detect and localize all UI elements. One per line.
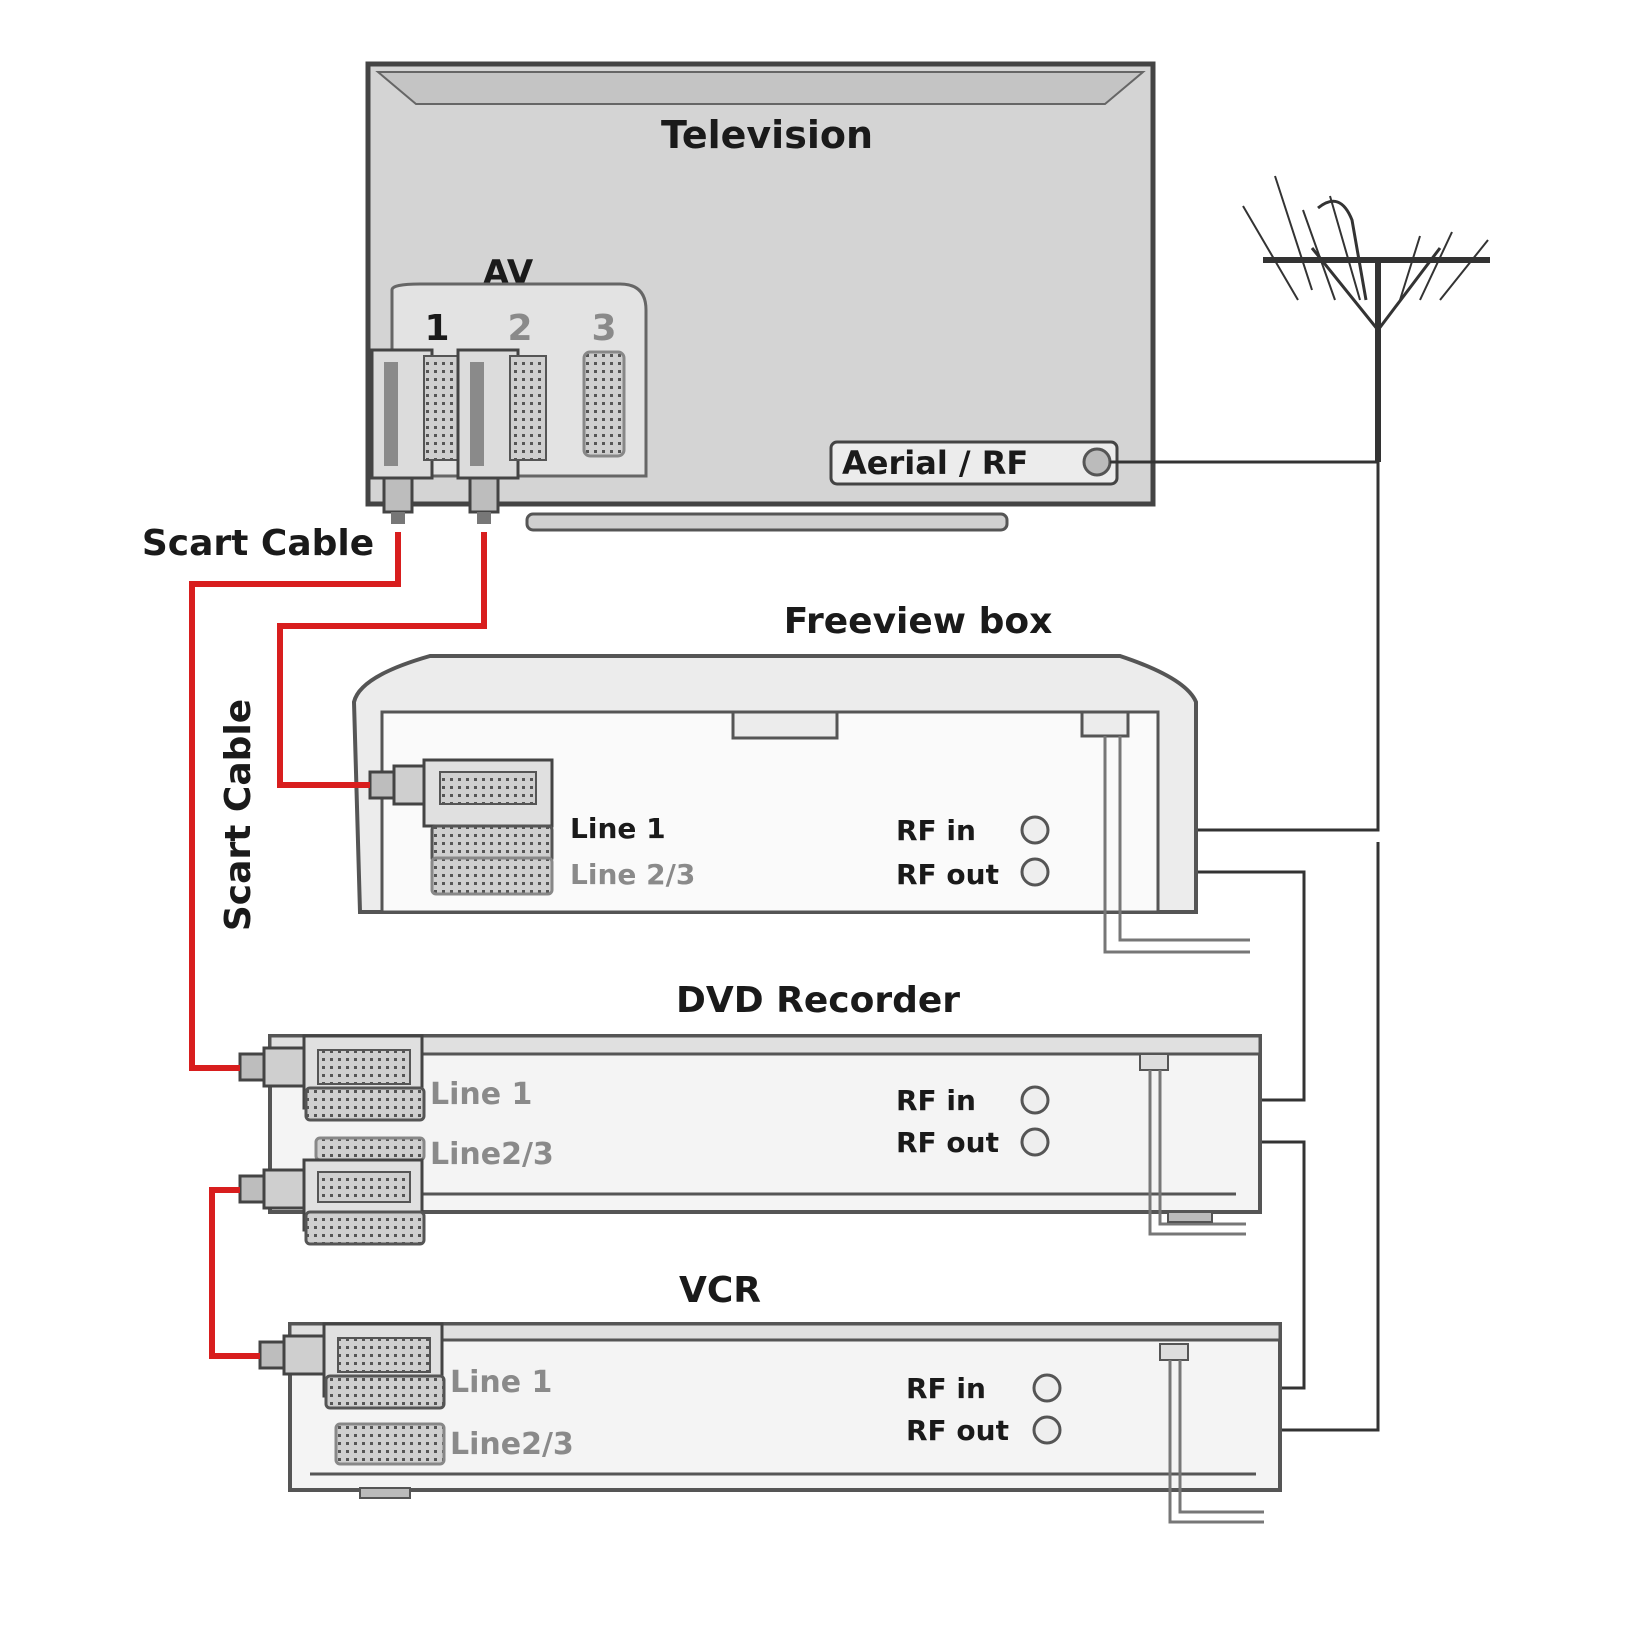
rf-cable-aerial-to-freeview bbox=[1048, 460, 1380, 832]
scart-cables bbox=[189, 532, 487, 1359]
vcr: VCR Line 1 Line2/3 RF in RF out bbox=[258, 1270, 1282, 1524]
scart-cable-dvd-to-vcr bbox=[209, 1187, 260, 1359]
scart-cable-tv1-to-dvd bbox=[189, 532, 401, 1071]
aerial-label: Aerial / RF bbox=[842, 444, 1028, 482]
vcr-rf-in-label: RF in bbox=[906, 1372, 986, 1405]
rf-cables bbox=[1048, 460, 1380, 1432]
dvd-title: DVD Recorder bbox=[676, 980, 960, 1021]
tv-stand bbox=[525, 512, 1009, 532]
freeview-rf-in-label: RF in bbox=[896, 814, 976, 847]
aerial-socket bbox=[1082, 447, 1112, 477]
freeview-rf-in-socket bbox=[1020, 815, 1050, 845]
dvd-recorder: DVD Recorder Line 1 Line2/3 RF in RF out bbox=[238, 980, 1262, 1246]
vcr-line1-label: Line 1 bbox=[450, 1365, 552, 1400]
scart-cable-tv2-to-freeview bbox=[277, 532, 487, 788]
tv-scart-plug-2 bbox=[456, 348, 547, 524]
freeview-rf-out-label: RF out bbox=[896, 858, 999, 891]
scart-cable-label-top: Scart Cable bbox=[142, 523, 374, 564]
tv-scart-plug-1 bbox=[370, 348, 461, 524]
dvd-rf-in-label: RF in bbox=[896, 1084, 976, 1117]
dvd-rf-out-label: RF out bbox=[896, 1126, 999, 1159]
vcr-rf-out-label: RF out bbox=[906, 1414, 1009, 1447]
av-port-1-label: 1 bbox=[424, 308, 449, 349]
vcr-scart-line23-socket bbox=[334, 1422, 446, 1466]
dvd-scart-line23-socket bbox=[314, 1136, 426, 1162]
av-port-2-label: 2 bbox=[507, 308, 532, 349]
freeview-line1-label: Line 1 bbox=[570, 812, 666, 845]
freeview-scart-plug-tip bbox=[368, 770, 398, 800]
tv-top-bevel bbox=[375, 71, 1146, 105]
freeview-box: Freeview box Line 1 Line 2/3 RF in RF ou… bbox=[351, 601, 1250, 954]
av-port-3-label: 3 bbox=[591, 308, 616, 349]
vcr-line23-label: Line2/3 bbox=[450, 1427, 574, 1462]
freeview-scart-line23-socket bbox=[430, 856, 554, 896]
scart-cable-label-vertical: Scart Cable bbox=[218, 699, 259, 931]
freeview-line23-label: Line 2/3 bbox=[570, 858, 695, 891]
television: Television AV 1 2 3 Aerial / RF bbox=[365, 61, 1156, 532]
vcr-title: VCR bbox=[679, 1270, 761, 1311]
dvd-line23-label: Line2/3 bbox=[430, 1137, 554, 1172]
tv-scart-socket-3 bbox=[582, 350, 626, 458]
dvd-rf-out-socket bbox=[1020, 1127, 1050, 1157]
antenna-icon bbox=[1242, 175, 1490, 462]
tv-title: Television bbox=[661, 113, 873, 157]
vcr-rf-out-socket bbox=[1032, 1415, 1062, 1445]
dvd-line1-label: Line 1 bbox=[430, 1077, 532, 1112]
freeview-title: Freeview box bbox=[784, 601, 1053, 642]
freeview-rf-out-socket bbox=[1020, 857, 1050, 887]
vcr-rf-in-socket bbox=[1032, 1373, 1062, 1403]
dvd-rf-in-socket bbox=[1020, 1085, 1050, 1115]
